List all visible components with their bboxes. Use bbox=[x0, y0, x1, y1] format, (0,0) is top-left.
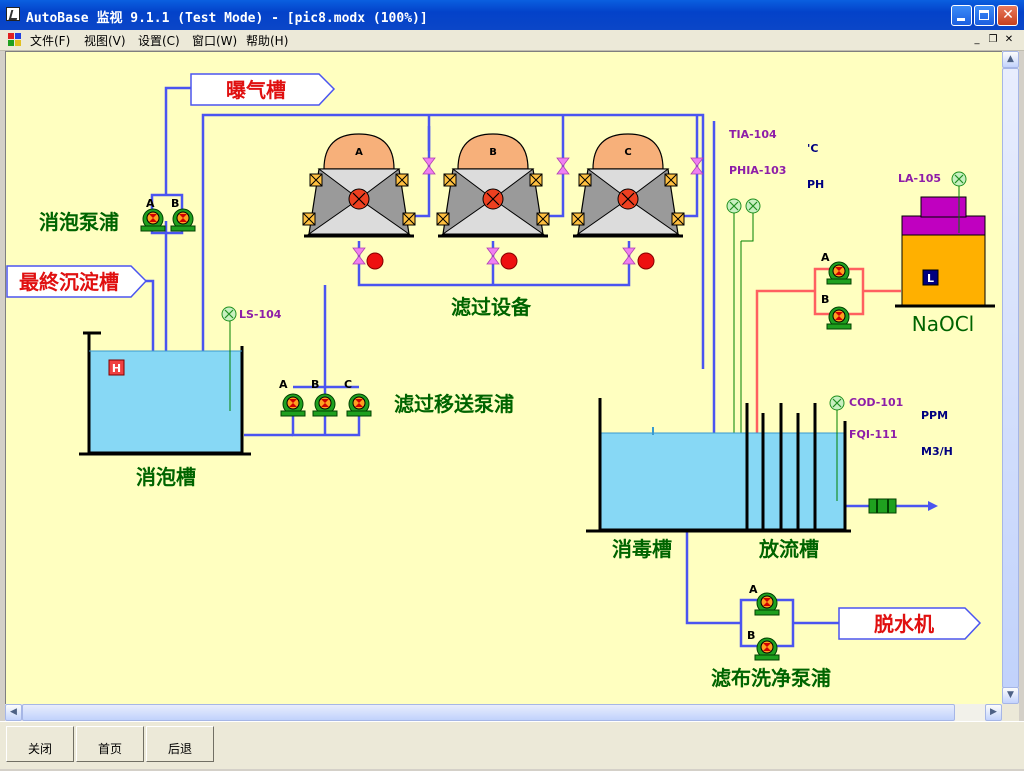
cod101-sensor[interactable] bbox=[829, 395, 845, 411]
menu-window[interactable]: 窗口(W) bbox=[192, 34, 238, 48]
naocl-pump-b-letter: B bbox=[821, 293, 829, 306]
filter-b-letter: B bbox=[489, 147, 497, 158]
menu-bar: 文件(F) 视图(V) 设置(C) 窗口(W) 帮助(H) _ ❐ ✕ bbox=[0, 30, 1024, 51]
defoam-tank[interactable]: H bbox=[79, 331, 251, 456]
scroll-up-icon[interactable]: ▲ bbox=[1002, 51, 1019, 68]
filter-c-letter: C bbox=[624, 147, 631, 158]
home-button[interactable]: 首页 bbox=[76, 726, 144, 762]
horizontal-scrollbar[interactable]: ◀ ▶ bbox=[5, 704, 1002, 721]
maximize-button[interactable] bbox=[974, 5, 995, 26]
hmi-canvas: 曝气槽 最終沉淀槽 脱水机 A B 消泡泵浦 H 消泡槽 LS-104 A B … bbox=[5, 51, 1002, 705]
la105-tag: LA-105 bbox=[898, 172, 941, 185]
back-button[interactable]: 后退 bbox=[146, 726, 214, 762]
wash-pump-b-letter: B bbox=[747, 629, 755, 642]
scroll-down-icon[interactable]: ▼ bbox=[1002, 687, 1019, 704]
document-icon[interactable] bbox=[8, 33, 22, 47]
phia103-sensor[interactable] bbox=[745, 198, 761, 214]
child-restore-icon[interactable]: ❐ bbox=[988, 34, 998, 45]
filter-a-inlet-valve[interactable] bbox=[422, 157, 436, 175]
defoam-pump-a[interactable] bbox=[140, 208, 166, 232]
child-close-icon[interactable]: ✕ bbox=[1004, 34, 1014, 45]
filter-equipment-label: 滤过设备 bbox=[451, 295, 532, 319]
filter-cloth-wash-pump-label: 滤布洗净泵浦 bbox=[711, 666, 831, 690]
final-settling-tank-label: 最終沉淀槽 bbox=[19, 270, 119, 294]
menu-file[interactable]: 文件(F) bbox=[30, 34, 71, 48]
filter-b-outlet-valve[interactable] bbox=[486, 247, 500, 265]
naocl-tank[interactable]: L bbox=[895, 196, 995, 308]
filter-transfer-pump-label: 滤过移送泵浦 bbox=[394, 392, 514, 416]
defoam-pump-b[interactable] bbox=[170, 208, 196, 232]
transfer-pump-a[interactable] bbox=[280, 393, 306, 417]
title-bar: AutoBase 监视 9.1.1 (Test Mode) - [pic8.mo… bbox=[0, 0, 1024, 30]
ph-unit: PH bbox=[807, 178, 824, 191]
wash-pump-a-letter: A bbox=[749, 583, 758, 596]
vertical-scrollbar[interactable]: ▲ ▼ bbox=[1002, 51, 1019, 704]
defoam-pump-b-letter: B bbox=[171, 197, 179, 210]
scroll-right-icon[interactable]: ▶ bbox=[985, 704, 1002, 721]
dewatering-machine-arrow-box[interactable]: 脱水机 bbox=[838, 607, 982, 640]
final-settling-tank-arrow-box[interactable]: 最終沉淀槽 bbox=[6, 265, 148, 298]
filter-c-outlet-valve[interactable] bbox=[622, 247, 636, 265]
menu-view[interactable]: 视图(V) bbox=[84, 34, 126, 48]
la105-sensor[interactable] bbox=[951, 171, 967, 187]
cod101-tag: COD-101 bbox=[849, 396, 903, 409]
naocl-pump-a-letter: A bbox=[821, 251, 830, 264]
ls104-sensor[interactable] bbox=[221, 306, 237, 322]
dewatering-machine-label: 脱水机 bbox=[874, 612, 934, 636]
window-title: AutoBase 监视 9.1.1 (Test Mode) - [pic8.mo… bbox=[26, 11, 428, 26]
phia103-tag: PHIA-103 bbox=[729, 164, 786, 177]
scroll-left-icon[interactable]: ◀ bbox=[5, 704, 22, 721]
naocl-pump-a[interactable] bbox=[826, 261, 852, 285]
horizontal-scroll-thumb[interactable] bbox=[22, 704, 955, 721]
child-minimize-icon[interactable]: _ bbox=[974, 34, 980, 45]
fqi111-tag: FQI-111 bbox=[849, 428, 898, 441]
wash-pump-b[interactable] bbox=[754, 637, 780, 661]
high-level-indicator bbox=[108, 359, 125, 376]
low-level-letter: L bbox=[927, 272, 934, 285]
disinfection-tank-label: 消毒槽 bbox=[612, 537, 672, 561]
defoam-pump-a-letter: A bbox=[146, 197, 155, 210]
filter-a-letter: A bbox=[355, 147, 363, 158]
tia104-sensor[interactable] bbox=[726, 198, 742, 214]
naocl-label: NaOCl bbox=[912, 312, 974, 336]
filter-b-inlet-valve[interactable] bbox=[556, 157, 570, 175]
tia104-tag: TIA-104 bbox=[729, 128, 777, 141]
transfer-pump-b-letter: B bbox=[311, 378, 319, 391]
vertical-scroll-thumb[interactable] bbox=[1002, 68, 1019, 688]
app-icon[interactable] bbox=[6, 7, 20, 21]
transfer-pump-c-letter: C bbox=[344, 378, 352, 391]
discharge-tank-label: 放流槽 bbox=[758, 537, 819, 561]
close-button[interactable]: 关闭 bbox=[6, 726, 74, 762]
filter-c-status-lamp bbox=[637, 252, 655, 270]
bottom-nav-bar: 关闭 首页 后退 bbox=[0, 721, 1024, 769]
transfer-pump-b[interactable] bbox=[312, 393, 338, 417]
filter-a-outlet-valve[interactable] bbox=[352, 247, 366, 265]
flow-meter bbox=[868, 498, 897, 514]
minimize-button[interactable] bbox=[951, 5, 972, 26]
low-level-indicator bbox=[922, 269, 939, 286]
scrollbar-corner bbox=[1002, 704, 1019, 721]
menu-settings[interactable]: 设置(C) bbox=[138, 34, 180, 48]
ppm-unit: PPM bbox=[921, 409, 948, 422]
ls104-tag: LS-104 bbox=[239, 308, 282, 321]
menu-help[interactable]: 帮助(H) bbox=[246, 34, 289, 48]
naocl-pump-b[interactable] bbox=[826, 306, 852, 330]
transfer-pump-c[interactable] bbox=[346, 393, 372, 417]
close-window-button[interactable]: ✕ bbox=[997, 5, 1018, 26]
filter-a-status-lamp bbox=[366, 252, 384, 270]
aeration-tank-label: 曝气槽 bbox=[226, 78, 286, 102]
filter-b-status-lamp bbox=[500, 252, 518, 270]
pipe-network bbox=[141, 86, 931, 648]
defoam-pump-label: 消泡泵浦 bbox=[39, 210, 119, 234]
temp-unit: 'C bbox=[807, 142, 818, 155]
high-level-letter: H bbox=[112, 362, 121, 375]
aeration-tank-arrow-box[interactable]: 曝气槽 bbox=[190, 73, 336, 106]
filter-c-inlet-valve[interactable] bbox=[690, 157, 704, 175]
wash-pump-a[interactable] bbox=[754, 592, 780, 616]
defoam-tank-label: 消泡槽 bbox=[136, 465, 196, 489]
disinfection-tank[interactable] bbox=[586, 398, 851, 533]
transfer-pump-a-letter: A bbox=[279, 378, 288, 391]
flow-unit: M3/H bbox=[921, 445, 953, 458]
